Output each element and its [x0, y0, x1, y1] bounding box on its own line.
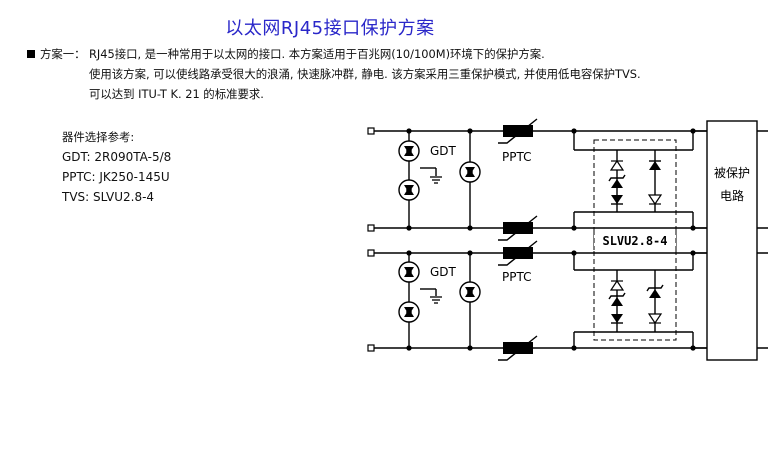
parts-reference: 器件选择参考: GDT: 2R090TA-5/8 PPTC: JK250-145…	[62, 127, 171, 207]
gdt-icon	[398, 179, 420, 201]
tvs-diode-icon	[610, 160, 624, 171]
pptc-icon	[497, 118, 538, 144]
scheme-line: RJ45接口, 是一种常用于以太网的接口. 本方案适用于百兆网(10/100M)…	[89, 47, 545, 61]
pptc-label: PPTC	[502, 270, 531, 284]
protected-circuit-box	[706, 120, 758, 361]
pptc-icon	[497, 335, 538, 361]
tvs-diode-icon	[610, 313, 624, 324]
page-title: 以太网RJ45接口保护方案	[225, 18, 435, 39]
part-item-pptc: PPTC: JK250-145U	[62, 170, 170, 184]
bullet-icon	[27, 50, 35, 58]
pptc-label: PPTC	[502, 150, 531, 164]
ground-icon	[429, 176, 443, 184]
gdt-icon	[398, 261, 420, 283]
tvs-diode-icon	[610, 280, 624, 291]
gdt-label: GDT	[430, 265, 457, 279]
parts-heading: 器件选择参考:	[62, 130, 135, 144]
tvs-diode-icon	[648, 194, 662, 205]
pptc-icon	[497, 240, 538, 266]
gdt-label: GDT	[430, 144, 457, 158]
tvs-diode-icon	[648, 313, 662, 324]
protected-circuit-label: 被保护	[714, 166, 750, 180]
tvs-label: SLVU2.8-4	[602, 234, 667, 248]
pptc-icon	[497, 215, 538, 241]
input-terminals	[367, 127, 375, 352]
tvs-diode-icon	[610, 194, 624, 205]
gdt-icon	[459, 161, 481, 183]
protected-circuit-label: 电路	[720, 188, 744, 203]
scheme-lines: RJ45接口, 是一种常用于以太网的接口. 本方案适用于百兆网(10/100M)…	[89, 44, 641, 104]
gdt-icon	[459, 281, 481, 303]
gdt-icon	[398, 301, 420, 323]
scheme-label: 方案一：	[40, 47, 86, 61]
tvs-diode-icon	[648, 160, 662, 171]
gdt-icon	[398, 140, 420, 162]
junction-dots	[406, 128, 696, 351]
part-item-tvs: TVS: SLVU2.8-4	[62, 190, 155, 204]
scheme-line: 可以达到 ITU-T K. 21 的标准要求.	[89, 87, 264, 101]
scheme-line: 使用该方案, 可以使线路承受很大的浪涌, 快速脉冲群, 静电. 该方案采用三重保…	[89, 67, 641, 81]
part-item-gdt: GDT: 2R090TA-5/8	[62, 150, 172, 164]
ground-icon	[429, 296, 443, 304]
